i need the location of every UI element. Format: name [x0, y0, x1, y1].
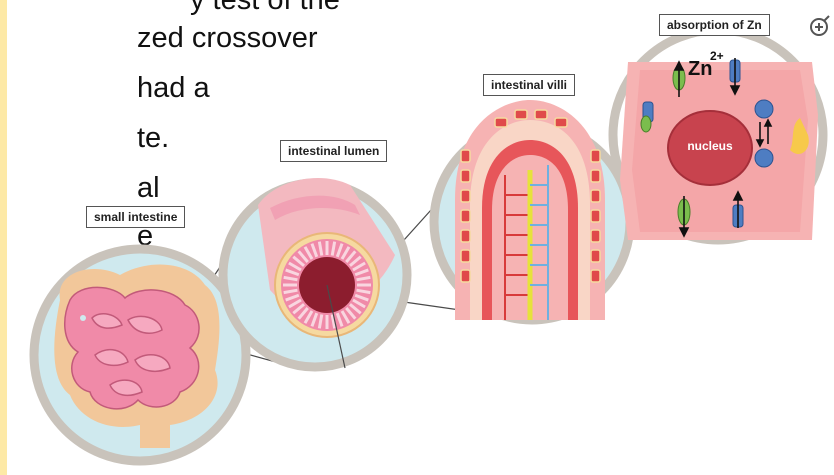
zinc-symbol-label: Zn — [688, 58, 712, 80]
small-intestine-circle — [34, 249, 246, 461]
intestinal-lumen-circle — [223, 178, 407, 368]
zinc-charge-label: 2+ — [710, 49, 724, 63]
zoom-in-button[interactable] — [808, 14, 832, 38]
small-intestine-label: small intestine — [86, 206, 185, 228]
intestinal-lumen-label: intestinal lumen — [280, 140, 387, 162]
intestinal-villi-circle — [434, 100, 630, 320]
zoom-in-icon — [808, 14, 832, 38]
intestinal-villi-label: intestinal villi — [483, 74, 575, 96]
absorption-of-zn-label: absorption of Zn — [659, 14, 770, 36]
zinc-absorption-circle: Zn 2+ nucleus — [613, 30, 823, 240]
nucleus-label: nucleus — [687, 139, 733, 153]
